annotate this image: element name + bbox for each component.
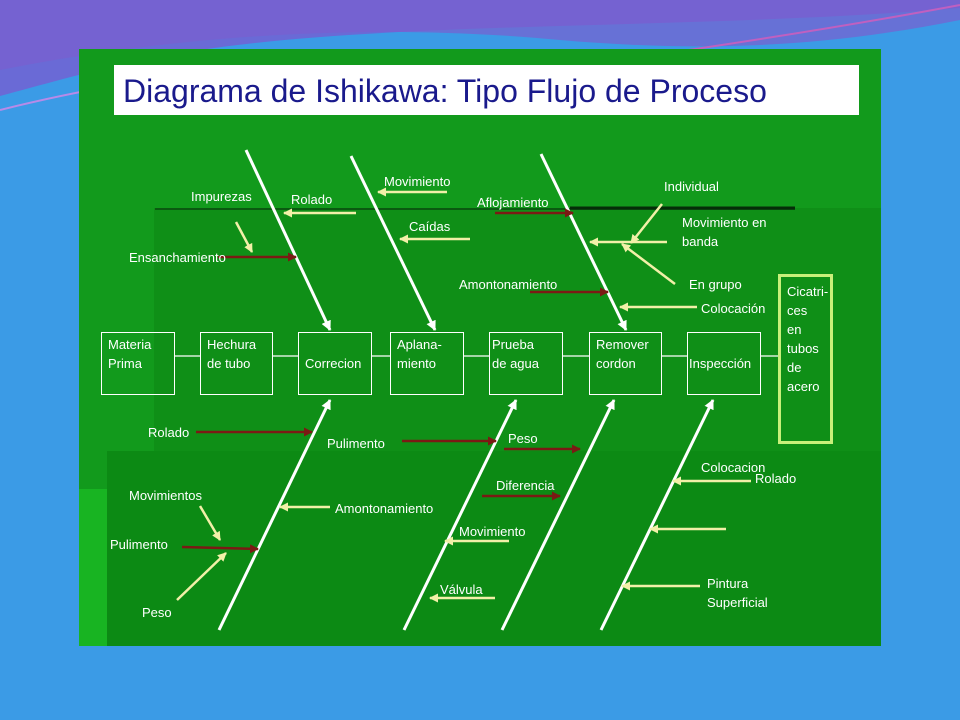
top-swoosh-2 — [0, 0, 960, 70]
cause-pulimento-bottom: Pulimento — [110, 537, 168, 552]
process-step-inspeccion: Inspección — [687, 332, 761, 395]
bone-correcion-top — [244, 149, 332, 331]
cause-rolado-top: Rolado — [291, 192, 333, 207]
arrow-en-grupo — [621, 243, 676, 285]
effect-label: acero — [787, 379, 820, 394]
effect-label: Cicatri- — [787, 284, 829, 299]
cause-movimiento-bottom: Movimiento — [459, 524, 526, 539]
bone-correcion-bottom — [217, 399, 332, 631]
arrow-peso-bottom-left — [176, 552, 227, 601]
cause-peso-bottom: Peso — [142, 605, 172, 620]
arrow-movimientos — [198, 505, 222, 541]
step-label: Correcion — [305, 356, 362, 371]
cause-en-grupo: En grupo — [689, 277, 742, 292]
cause-amontonamiento-top: Amontonamiento — [459, 277, 558, 292]
cause-arrows — [181, 208, 609, 554]
process-step-prueba-de-agua: Prueba de agua — [489, 332, 563, 395]
cause-movimiento-banda-2: banda — [682, 234, 719, 249]
step-label: Remover — [596, 337, 649, 352]
effect-box: Cicatri- ces en tubos de acero — [778, 274, 833, 444]
cause-aflojamiento: Aflojamiento — [477, 195, 549, 210]
process-step-materia-prima: Materia Prima — [101, 332, 175, 395]
cause-diferencia: Diferencia — [496, 478, 555, 493]
bone-prueba-bottom — [402, 399, 518, 631]
cause-rolado-bottom: Rolado — [148, 425, 190, 440]
process-step-correcion: Correcion — [298, 332, 372, 395]
step-label: de agua — [492, 356, 539, 371]
sub-cause-arrows — [176, 187, 751, 603]
cause-rolado-right: Rolado — [755, 471, 797, 486]
main-bones — [217, 149, 715, 631]
step-label: cordon — [596, 356, 636, 371]
step-label: Hechura — [207, 337, 257, 352]
cause-pintura-1: Pintura — [707, 576, 749, 591]
bone-remover-bottom — [500, 399, 616, 631]
panel-band-left — [79, 489, 107, 646]
bone-remover-top — [539, 153, 628, 331]
cause-individual: Individual — [664, 179, 719, 194]
cause-peso-mid: Peso — [508, 431, 538, 446]
process-step-aplanamiento: Aplana- miento — [390, 332, 464, 395]
arrow-individual — [630, 203, 663, 244]
page-title: Diagrama de Ishikawa: Tipo Flujo de Proc… — [114, 65, 859, 115]
cause-movimiento-banda-1: Movimiento en — [682, 215, 767, 230]
cause-movimientos: Movimientos — [129, 488, 202, 503]
arrow-impurezas — [234, 221, 254, 253]
bone-aplanamiento-top — [349, 155, 437, 331]
effect-label: ces en — [787, 303, 808, 337]
step-label: Prima — [108, 356, 142, 371]
step-label: Materia — [108, 337, 152, 352]
bone-inspeccion-bottom — [599, 399, 715, 631]
cause-pulimento-mid: Pulimento — [327, 436, 385, 451]
process-step-remover-cordon: Remover cordon — [589, 332, 662, 395]
cause-impurezas: Impurezas — [191, 189, 252, 204]
cause-ensanchamiento: Ensanchamiento — [129, 250, 226, 265]
cause-pintura-2: Superficial — [707, 595, 768, 610]
step-label: Prueba — [492, 337, 534, 352]
cause-amontonamiento-bottom: Amontonamiento — [335, 501, 434, 516]
cause-caidas: Caídas — [409, 219, 451, 234]
step-label: de tubo — [207, 356, 251, 371]
step-label: Inspección — [689, 356, 752, 371]
process-step-hechura-de-tubo: Hechura de tubo — [200, 332, 273, 395]
cause-colocacion-top: Colocación — [701, 301, 766, 316]
step-label: miento — [397, 356, 437, 371]
cause-movimiento-top: Movimiento — [384, 174, 451, 189]
cause-valvula: Válvula — [440, 582, 483, 597]
effect-label: de — [787, 360, 802, 375]
step-label: Aplana- — [397, 337, 442, 352]
cause-colocacion-bottom: Colocacion — [701, 460, 766, 475]
arrow-pulimento-bottom — [181, 544, 259, 554]
effect-label: tubos — [787, 341, 819, 356]
